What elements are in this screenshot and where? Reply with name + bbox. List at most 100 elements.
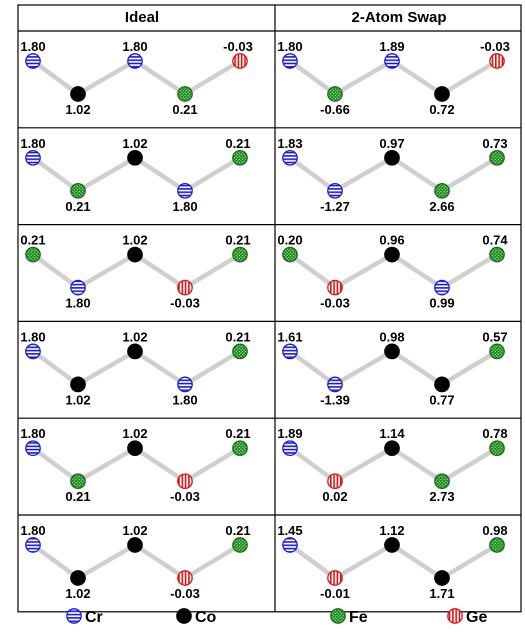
chain-ideal-row-3: 0.211.801.02-0.030.21 — [20, 233, 250, 311]
magnetic-moment-value: 0.21 — [225, 523, 250, 538]
cobalt-atom — [384, 440, 400, 457]
cobalt-atom — [70, 86, 86, 102]
cobalt-atom — [434, 86, 450, 102]
chromium-atom — [282, 149, 298, 166]
chromium-atom — [25, 53, 41, 69]
magnetic-moment-value: 1.80 — [20, 39, 45, 54]
magnetic-moment-value: 0.98 — [379, 329, 404, 344]
magnetic-moment-value: 0.21 — [225, 426, 250, 441]
magnetic-moment-value: 1.89 — [277, 426, 302, 441]
magnetic-moment-value: 1.80 — [20, 426, 45, 441]
cobalt-atom — [384, 537, 400, 553]
magnetic-moment-value: 2.73 — [429, 489, 454, 504]
bond — [75, 542, 138, 581]
chromium-atom — [282, 53, 298, 69]
iron-atom — [232, 537, 248, 553]
iron-atom — [232, 343, 248, 360]
chromium-atom — [127, 53, 143, 69]
bond — [332, 445, 395, 484]
bond — [132, 58, 188, 97]
legend-label: Cr — [85, 609, 103, 626]
bond — [389, 58, 445, 97]
iron-atom — [70, 473, 86, 490]
bond — [182, 542, 243, 581]
iron-atom — [434, 473, 450, 490]
cobalt-atom — [384, 343, 400, 360]
cobalt-atom — [70, 570, 86, 586]
iron-atom — [232, 440, 248, 457]
chain-swap-row-2: 1.83-1.270.972.660.73 — [277, 136, 507, 214]
bond — [439, 252, 500, 290]
germanium-atom — [327, 570, 343, 586]
magnetic-moment-value: 1.61 — [277, 329, 302, 344]
magnetic-moment-value: 1.89 — [379, 39, 404, 54]
chromium-atom — [177, 376, 193, 393]
magnetic-moment-value: 1.80 — [172, 199, 197, 214]
bond — [75, 445, 138, 484]
magnetic-moment-value: 0.74 — [482, 233, 508, 248]
magnetic-moment-value: -0.03 — [320, 296, 350, 311]
iron-atom — [489, 149, 505, 166]
germanium-atom — [327, 473, 343, 490]
magnetic-moment-value: 1.80 — [65, 296, 90, 311]
magnetic-moment-value: -0.03 — [170, 489, 200, 504]
bond — [332, 542, 395, 581]
magnetic-moment-value: 1.02 — [65, 102, 90, 117]
column-header-2-atom-swap: 2-Atom Swap — [351, 9, 446, 26]
legend-label: Co — [195, 609, 217, 626]
chromium-atom — [25, 149, 41, 166]
chain-ideal-row-1: 1.80 1.02 1.80 0.21 -0.03 — [20, 39, 252, 117]
cobalt-atom — [434, 570, 450, 586]
bond — [439, 445, 500, 484]
magnetic-moment-value: 0.20 — [277, 233, 302, 248]
chain-ideal-row-2: 1.800.211.021.800.21 — [20, 136, 250, 214]
iron-atom — [434, 182, 450, 199]
magnetic-moment-value: -1.27 — [320, 199, 350, 214]
germanium-icon — [447, 608, 463, 624]
bond — [30, 349, 81, 387]
bond — [332, 349, 395, 387]
magnetic-moment-value: 0.21 — [172, 102, 197, 117]
magnetic-moment-value: 1.02 — [122, 426, 147, 441]
magnetic-moment-value: 1.80 — [122, 39, 147, 54]
iron-atom — [282, 246, 298, 263]
magnetic-moment-value: 1.02 — [65, 392, 90, 407]
chromium-atom — [25, 440, 41, 457]
magnetic-moment-value: -0.03 — [170, 586, 200, 601]
bond — [182, 155, 243, 194]
bond — [439, 349, 500, 387]
iron-atom — [177, 86, 193, 102]
magnetic-moment-value: 0.97 — [379, 136, 404, 151]
magnetic-moment-value: 1.80 — [20, 329, 45, 344]
bond — [439, 542, 500, 581]
germanium-atom — [177, 279, 193, 296]
magnetic-moment-value: -1.39 — [320, 392, 350, 407]
legend-item-fe: Fe — [330, 608, 368, 626]
iron-atom — [25, 246, 41, 263]
chain-swap-row-1: 1.80-0.661.890.72-0.03 — [277, 39, 509, 117]
magnetic-moment-value: 0.21 — [225, 136, 250, 151]
magnetic-moment-value: 0.98 — [482, 523, 507, 538]
iron-atom — [489, 246, 505, 263]
bond — [182, 445, 243, 484]
bond — [132, 542, 188, 581]
bond — [182, 58, 243, 97]
magnetic-moment-value: -0.01 — [320, 586, 350, 601]
chromium-atom — [282, 343, 298, 360]
chromium-atom — [384, 53, 400, 69]
chromium-atom — [70, 279, 86, 296]
magnetic-moment-value: -0.03 — [223, 39, 253, 54]
magnetic-moment-value: 1.02 — [65, 586, 90, 601]
chromium-atom — [177, 182, 193, 199]
bond — [332, 252, 395, 290]
magnetic-moment-value: 1.14 — [379, 426, 405, 441]
bond — [287, 542, 338, 581]
germanium-atom — [177, 570, 193, 586]
cobalt-atom — [127, 343, 143, 360]
chromium-atom — [282, 440, 298, 457]
cobalt-atom — [434, 376, 450, 393]
bond — [30, 542, 81, 581]
chain-swap-row-3: 0.20-0.030.960.990.74 — [277, 233, 508, 311]
